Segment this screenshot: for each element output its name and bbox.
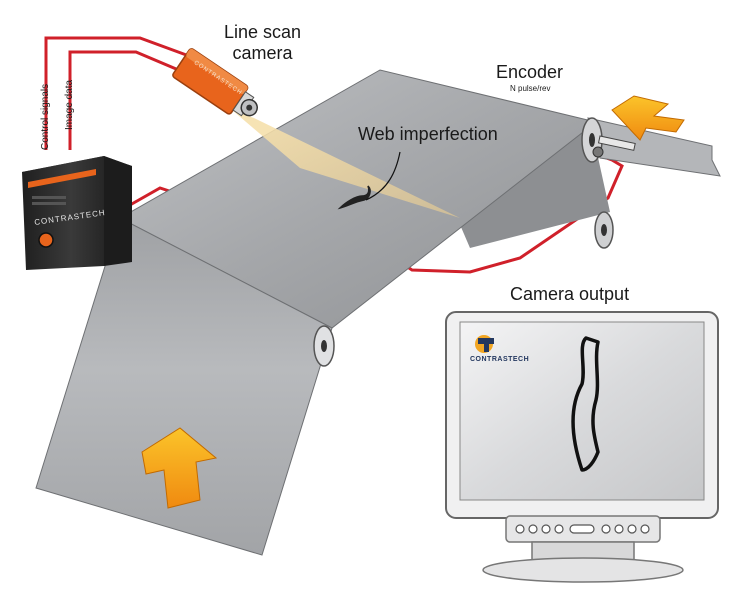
label-line-scan-camera-line1: Line scan <box>224 22 302 42</box>
encoder-cable <box>399 153 624 274</box>
cable-group <box>44 36 624 274</box>
flow-arrow-front <box>141 427 218 509</box>
encoder-device <box>592 135 636 158</box>
web-front-surface <box>35 217 333 556</box>
label-encoder: Encoder <box>496 62 564 82</box>
label-line-scan-camera-line2: camera <box>232 42 293 63</box>
front-roll <box>313 325 335 367</box>
label-control-signals: Control signals <box>40 83 51 150</box>
flow-arrow-exit <box>611 95 685 141</box>
imperfection-pointer <box>365 151 401 201</box>
monitor <box>445 311 719 583</box>
screen-logo-text: CONTRASTECH <box>470 356 530 363</box>
screen-defect-outline <box>571 336 600 472</box>
monitor-buttons <box>515 524 650 534</box>
web-imperfection-mark <box>337 185 371 210</box>
label-camera-output: Camera output <box>510 284 630 304</box>
return-web <box>440 130 614 249</box>
label-web-imperfection: Web imperfection <box>358 124 498 144</box>
label-image-data: Image data <box>64 79 75 130</box>
label-encoder-sub: N pulse/rev <box>510 84 551 93</box>
control-signal-cable <box>44 36 201 150</box>
label-line-scan-camera: Line scan camera <box>224 22 301 63</box>
camera-light-beam <box>232 110 460 218</box>
image-data-cable <box>68 50 189 150</box>
line-scan-camera <box>172 48 258 117</box>
pc-tower <box>22 156 132 270</box>
